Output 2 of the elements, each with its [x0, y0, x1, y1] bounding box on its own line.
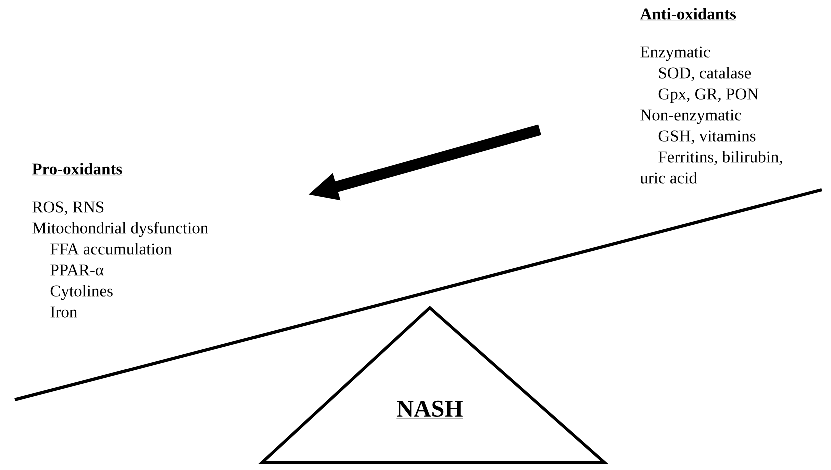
pro-oxidant-list: Pro-oxidants ROS, RNS Mitochondrial dysfunction FFA accumulation PPAR-α Cytolines Iron [32, 163, 208, 318]
anti-oxidant-list: Anti-oxidants Enzymatic SOD, catalase Gpx, GR, PON Non-enzymatic GSH, vitamins Ferritins, bilirubin, uric acid [640, 8, 782, 184]
